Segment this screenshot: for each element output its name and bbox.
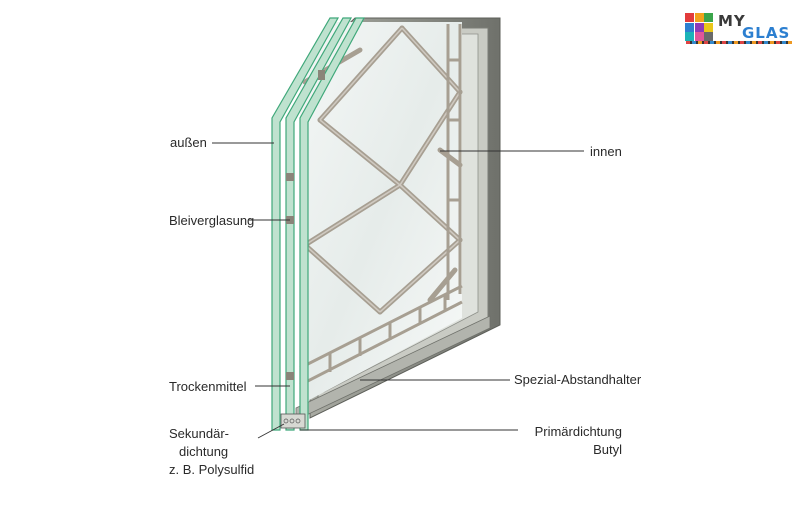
logo-tagline-bar [686, 41, 792, 44]
right-border-grid [446, 24, 462, 300]
label-sekundaer-line3: z. B. Polysulfid [169, 462, 255, 477]
logo-text-glas: GLAS [742, 24, 791, 42]
label-trockenmittel: Trockenmittel [169, 379, 247, 394]
logo-text-my: MY [718, 12, 746, 30]
label-bleiverglasung: Bleiverglasung [169, 213, 255, 228]
edge-seal [280, 413, 306, 429]
myglas-logo: MY GLAS [684, 10, 794, 50]
label-sekundaer-line2: dichtung [179, 444, 229, 459]
lead-came-highlight [304, 27, 461, 313]
desiccant-dots [283, 418, 301, 424]
label-primaer-line1: Primärdichtung [534, 424, 622, 439]
label-abstandhalter: Spezial-Abstandhalter [514, 372, 642, 387]
leader-lines [212, 142, 584, 439]
logo-mark-icon [685, 13, 713, 41]
glass-edges [271, 17, 366, 431]
label-primaer-line2: Butyl [593, 442, 622, 457]
bottom-border-grid [299, 284, 463, 387]
label-aussen: außen [170, 135, 207, 150]
label-sekundaer-line1: Sekundär- [169, 426, 229, 441]
label-innen: innen [590, 144, 622, 159]
